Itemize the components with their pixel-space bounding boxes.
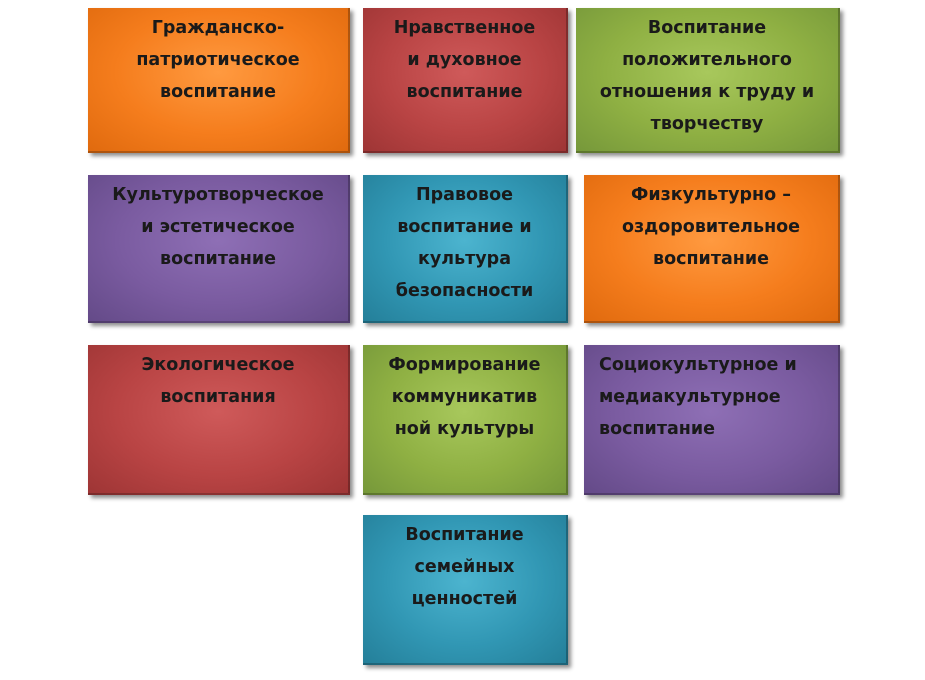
box-line: воспитание bbox=[406, 82, 523, 102]
box-line: безопасности bbox=[395, 281, 534, 301]
box-line: и духовное bbox=[407, 50, 522, 70]
box-line: оздоровительное bbox=[621, 217, 801, 237]
box-physical-health: Физкультурно – оздоровительное воспитани… bbox=[584, 175, 840, 323]
box-line: Воспитание bbox=[405, 525, 524, 545]
box-line: патриотическое bbox=[136, 50, 300, 70]
box-line: воспитание bbox=[160, 249, 276, 269]
box-legal-safety: Правовое воспитание и культура безопасно… bbox=[363, 175, 568, 323]
box-line: Воспитание bbox=[647, 18, 767, 38]
box-line: коммуникатив bbox=[391, 387, 538, 407]
box-line: воспитание bbox=[160, 82, 276, 102]
box-line: Нравственное bbox=[393, 18, 536, 38]
box-line: положительного bbox=[622, 50, 792, 70]
box-line: ценностей bbox=[411, 589, 518, 609]
box-line: ной культуры bbox=[394, 419, 535, 439]
box-line: медиакультурное bbox=[599, 387, 781, 407]
box-line: творчеству bbox=[650, 114, 764, 134]
box-communicative-culture: Формирование коммуникатив ной культуры bbox=[363, 345, 568, 495]
box-ecological: Экологическое воспитания bbox=[88, 345, 350, 495]
box-line: воспитание bbox=[653, 249, 769, 269]
box-line: воспитание и bbox=[397, 217, 532, 237]
box-line: Физкультурно – bbox=[631, 185, 791, 205]
box-line: Формирование bbox=[388, 355, 541, 375]
box-family-values: Воспитание семейных ценностей bbox=[363, 515, 568, 665]
box-sociocultural-media: Социокультурное и медиакультурное воспит… bbox=[584, 345, 840, 495]
box-line: Гражданско- bbox=[151, 18, 285, 38]
box-moral-spiritual: Нравственное и духовное воспитание bbox=[363, 8, 568, 153]
box-civic-patriotic: Гражданско- патриотическое воспитание bbox=[88, 8, 350, 153]
box-line: Правовое bbox=[415, 185, 514, 205]
box-line: Социокультурное и bbox=[599, 355, 797, 375]
box-line: Экологическое bbox=[141, 355, 295, 375]
box-line: и эстетическое bbox=[141, 217, 295, 237]
box-line: воспитание bbox=[599, 419, 715, 439]
box-line: воспитания bbox=[160, 387, 276, 407]
box-line: Культуротворческое bbox=[112, 185, 324, 205]
box-line: семейных bbox=[414, 557, 515, 577]
box-cultural-aesthetic: Культуротворческое и эстетическое воспит… bbox=[88, 175, 350, 323]
box-line: культура bbox=[417, 249, 512, 269]
box-line: отношения к труду и bbox=[599, 82, 815, 102]
box-labor-creativity: Воспитание положительного отношения к тр… bbox=[576, 8, 840, 153]
